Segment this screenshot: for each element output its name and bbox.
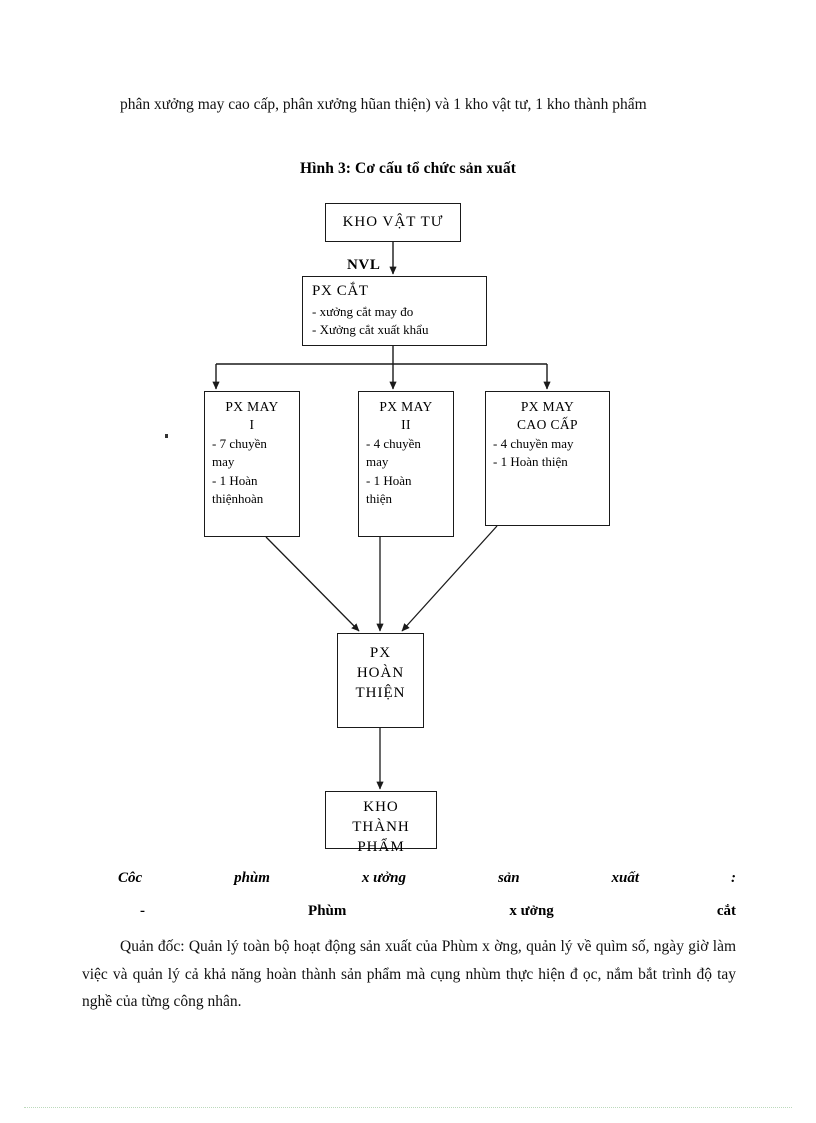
edge-pxmay-1-to-hoan-thien [265, 536, 360, 632]
spread-line-1-word-3: sản [497, 870, 520, 886]
intro-paragraph: phân xưởng may cao cấp, phân xưởng hũan … [82, 92, 734, 119]
spread-line-1-word-2: x ưởng [361, 870, 407, 886]
node-px-may-cao-cap-items: - 4 chuyền may - 1 Hoàn thiện [493, 435, 574, 470]
spread-line-2-word-0: - [140, 903, 145, 919]
node-px-cat-title: PX CẮT [312, 283, 369, 299]
node-px-may-2-items: - 4 chuyền may - 1 Hoàn thiện [366, 435, 421, 506]
node-px-may-1[interactable]: PX MAY I - 7 chuyền may - 1 Hoàn thiệnho… [204, 391, 300, 537]
node-px-may-cao-cap-title: PX MAY CAO CẤP [517, 399, 578, 432]
node-px-may-2-title: PX MAY II [379, 399, 433, 432]
node-px-may-1-title: PX MAY I [225, 399, 279, 432]
spread-line-2-word-2: x ưởng [509, 903, 554, 919]
closing-paragraph-text: Quản đốc: Quản lý toàn bộ hoạt động sản … [82, 938, 736, 1011]
section-heading-line-1: Côc phùm x ưởng sản xuất: [118, 870, 736, 887]
node-px-cat-items: - xưởng cắt may đo - Xưởng cắt xuất khẩu [312, 303, 429, 338]
node-px-may-2[interactable]: PX MAY II - 4 chuyền may - 1 Hoàn thiện [358, 391, 454, 537]
node-kho-vat-tu[interactable]: KHO VẬT TƯ [325, 203, 461, 242]
spread-line-1-word-5: : [730, 870, 736, 886]
node-kho-vat-tu-title: KHO VẬT TƯ [342, 213, 444, 230]
edge-label-nvl: NVL [347, 257, 381, 273]
spread-line-2-word-1: Phùm [308, 903, 347, 919]
node-px-hoan-thien-title: PX HOÀN THIỆN [355, 645, 406, 701]
footer-rule [24, 1107, 792, 1108]
figure-caption: Hình 3: Cơ cấu tổ chức sản xuất [299, 160, 517, 177]
spread-line-1-word-0: Côc [118, 870, 143, 886]
node-px-cat[interactable]: PX CẮT - xưởng cắt may đo - Xưởng cắt xu… [302, 276, 487, 346]
scan-artifact-dot [165, 434, 168, 438]
node-px-may-cao-cap[interactable]: PX MAY CAO CẤP - 4 chuyền may - 1 Hoàn t… [485, 391, 610, 526]
intro-paragraph-text: phân xưởng may cao cấp, phân xưởng hũan … [120, 96, 647, 113]
section-heading-line-2: - Phùm x ưởng cắt [140, 903, 736, 920]
spread-line-1-word-4: xuất [611, 870, 640, 886]
node-kho-thanh-pham[interactable]: KHO THÀNH PHẨM [325, 791, 437, 855]
closing-paragraph: Quản đốc: Quản lý toàn bộ hoạt động sản … [82, 933, 736, 1016]
spread-line-1-word-1: phùm [234, 870, 270, 886]
spread-line-2-word-3: cắt [716, 903, 736, 919]
edge-pxmay-cao-cap-to-hoan-thien [401, 525, 498, 632]
node-kho-thanh-pham-title: KHO THÀNH PHẨM [352, 799, 410, 855]
node-px-hoan-thien[interactable]: PX HOÀN THIỆN [337, 633, 424, 728]
node-px-may-1-items: - 7 chuyền may - 1 Hoàn thiệnhoàn [212, 435, 267, 506]
